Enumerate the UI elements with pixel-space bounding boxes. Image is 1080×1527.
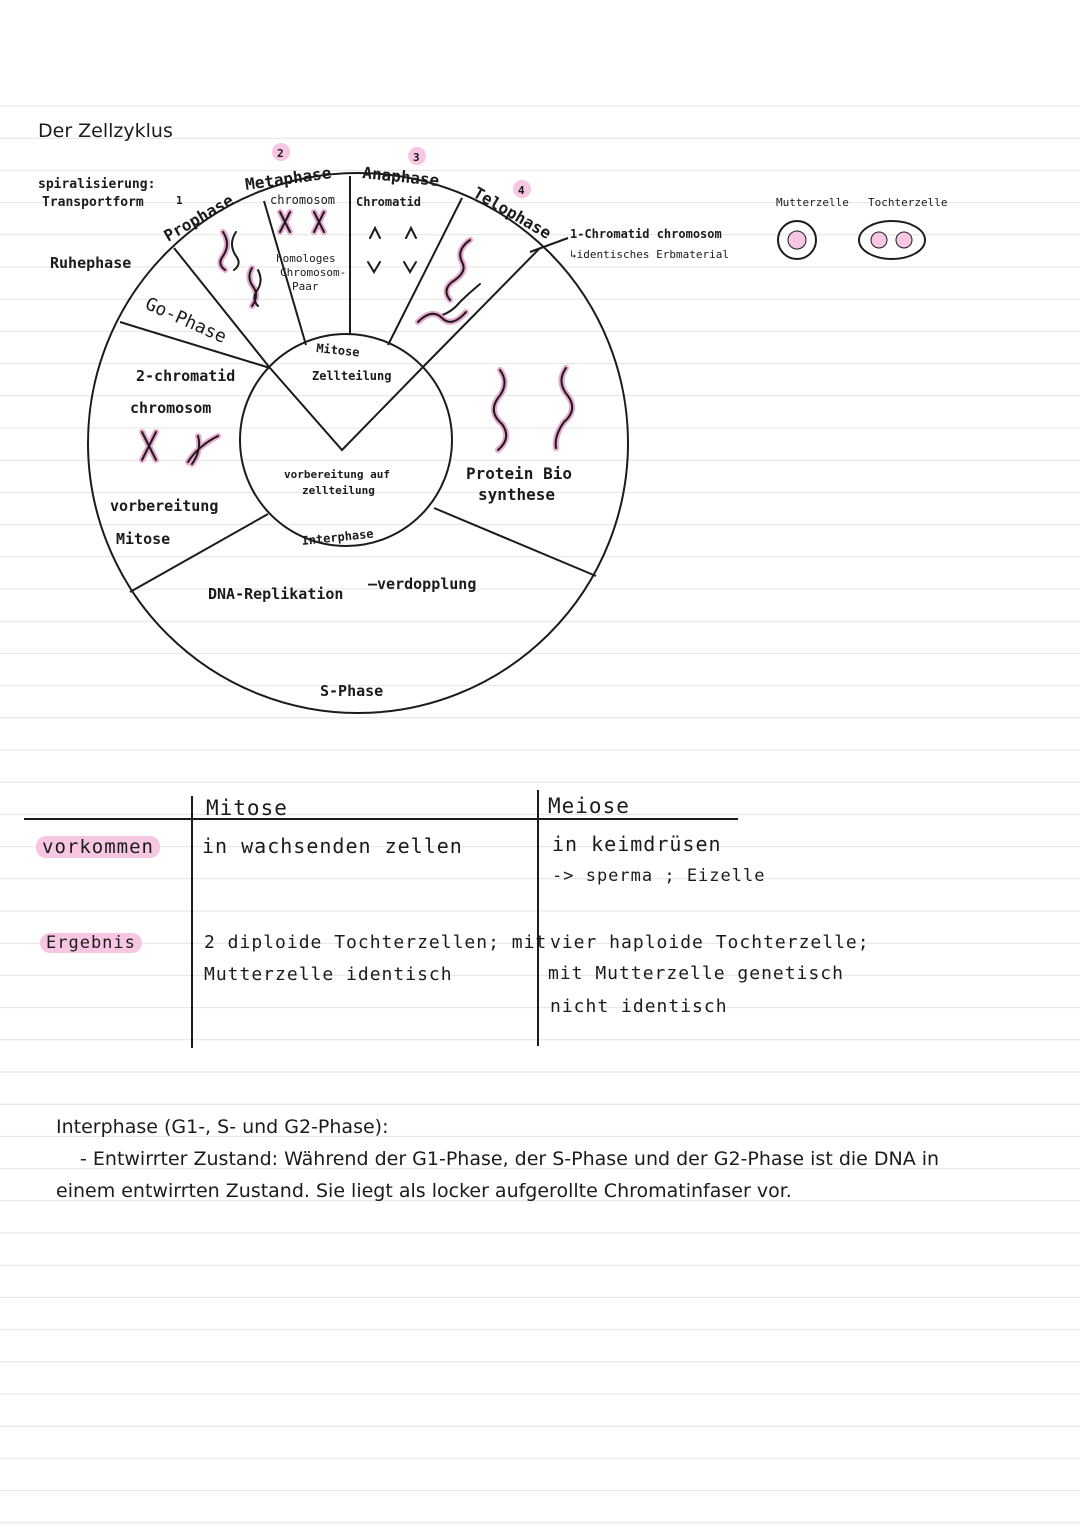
homologous-note-1: homologes bbox=[276, 252, 336, 265]
telophase-label: Telophase bbox=[470, 183, 555, 243]
cell-vorkommen-meiose-1: in keimdrüsen bbox=[552, 832, 722, 856]
prep-mitosis-label-1: vorbereitung bbox=[110, 497, 218, 515]
cell-vorkommen-meiose-2: -> sperma ; Eizelle bbox=[552, 866, 766, 886]
mitosis-wedge bbox=[269, 367, 423, 452]
row-label-ergebnis-text: Ergebnis bbox=[40, 933, 142, 953]
telophase-chromatin bbox=[415, 237, 481, 325]
cell-ergebnis-meiose-1: vier haploide Tochterzelle; bbox=[550, 932, 870, 953]
table-header-line bbox=[24, 818, 738, 820]
prophase-chromosomes bbox=[217, 229, 262, 309]
divider-g2-s bbox=[129, 513, 269, 593]
verdopplung-label: —verdopplung bbox=[368, 575, 476, 593]
two-chromatid-label-1: 2-chromatid bbox=[136, 367, 235, 385]
s-phase-label: S-Phase bbox=[320, 682, 383, 700]
row-label-vorkommen: vorkommen bbox=[36, 836, 160, 858]
prophase-number: 1 bbox=[176, 194, 183, 207]
divider-anaphase-telophase bbox=[387, 197, 463, 346]
divider-telophase-g1 bbox=[421, 247, 541, 369]
inner-circle bbox=[239, 333, 453, 547]
cell-ergebnis-mitose-1: 2 diploide Tochterzellen; mit bbox=[204, 932, 548, 953]
protein-label-2: synthese bbox=[478, 485, 555, 504]
anaphase-chromatids bbox=[367, 225, 417, 274]
divider-g0-g2 bbox=[119, 321, 271, 369]
cell-ergebnis-meiose-2: mit Mutterzelle genetisch bbox=[548, 963, 844, 984]
g2-chromosomes bbox=[139, 429, 221, 467]
note-line-1: - Entwirrter Zustand: Während der G1-Pha… bbox=[80, 1148, 940, 1170]
note-heading: Interphase (G1-, S- und G2-Phase): bbox=[56, 1116, 389, 1138]
table-header-meiose: Meiose bbox=[548, 794, 630, 818]
mitose-label: Mitose bbox=[316, 341, 361, 359]
prep-mitosis-label-2: Mitose bbox=[116, 530, 170, 548]
telophase-note-1: 1-Chromatid chromosom bbox=[570, 227, 722, 241]
metaphase-chromosomes bbox=[277, 209, 327, 235]
row-label-vorkommen-text: vorkommen bbox=[36, 836, 160, 858]
metaphase-number: 2 bbox=[277, 147, 284, 160]
anaphase-chromatid-note: Chromatid bbox=[356, 195, 421, 209]
homologous-note-3: Paar bbox=[292, 280, 319, 293]
rest-phase-label: Ruhephase bbox=[50, 254, 131, 272]
telophase-pointer bbox=[529, 237, 569, 253]
mother-cell-icon bbox=[777, 220, 817, 260]
cell-cycle-diagram: spiralisierung: Transportform Ruhephase … bbox=[38, 143, 947, 714]
two-chromatid-label-2: chromosom bbox=[130, 399, 211, 417]
metaphase-chromosome-note: chromosom bbox=[270, 193, 335, 207]
cell-vorkommen-mitose: in wachsenden zellen bbox=[202, 834, 463, 858]
transport-label: Transportform bbox=[42, 195, 144, 210]
table-divider-1 bbox=[191, 796, 193, 1048]
g1-chromatin bbox=[490, 365, 576, 453]
badge-4 bbox=[513, 180, 531, 198]
anaphase-number: 3 bbox=[413, 151, 420, 164]
anaphase-label: Anaphase bbox=[362, 163, 441, 190]
badge-2 bbox=[272, 143, 290, 161]
row-label-ergebnis: Ergebnis bbox=[40, 933, 142, 953]
divider-g0-prophase bbox=[173, 247, 271, 369]
divider-prophase-metaphase bbox=[263, 200, 307, 346]
outer-circle bbox=[87, 172, 629, 714]
telophase-number: 4 bbox=[518, 184, 525, 197]
table-divider-2 bbox=[537, 790, 539, 1046]
cell-ergebnis-meiose-3: nicht identisch bbox=[550, 996, 728, 1017]
prep-division-label-2: zellteilung bbox=[302, 484, 375, 497]
metaphase-label: Metaphase bbox=[244, 163, 333, 194]
protein-label-1: Protein Bio bbox=[466, 464, 572, 483]
zellteilung-label: Zellteilung bbox=[312, 369, 391, 383]
telophase-note-2: ↳identisches Erbmaterial bbox=[570, 248, 729, 261]
note-line-2: einem entwirrten Zustand. Sie liegt als … bbox=[56, 1180, 792, 1202]
prep-division-label-1: vorbereitung auf bbox=[284, 468, 390, 481]
spiral-label: spiralisierung: bbox=[38, 177, 155, 192]
table-header-mitose: Mitose bbox=[206, 796, 288, 820]
cell-ergebnis-mitose-2: Mutterzelle identisch bbox=[204, 964, 453, 985]
page-title: Der Zellzyklus bbox=[38, 120, 173, 142]
dna-replication-label: DNA-Replikation bbox=[208, 585, 343, 603]
badge-3 bbox=[408, 147, 426, 165]
homologous-note-2: Chromosom- bbox=[280, 266, 346, 279]
daughter-cell-icon bbox=[858, 220, 926, 260]
mother-cell-label: Mutterzelle bbox=[776, 196, 849, 209]
daughter-cell-label: Tochterzelle bbox=[868, 196, 947, 209]
divider-g1-s bbox=[433, 507, 597, 577]
